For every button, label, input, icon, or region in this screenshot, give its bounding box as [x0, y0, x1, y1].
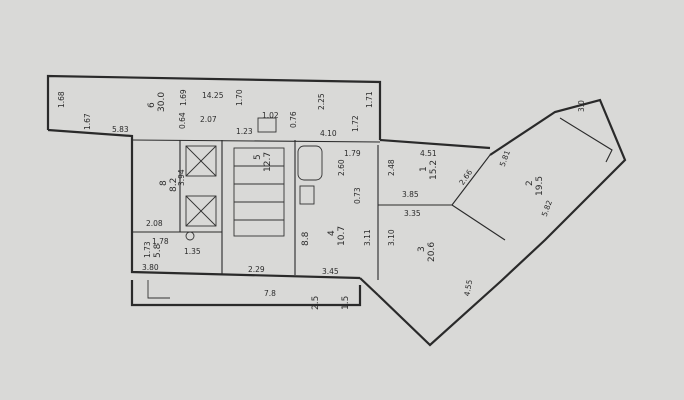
- dim-4-10: 4.10: [320, 129, 337, 138]
- dim-3-94: 3.94: [177, 169, 186, 186]
- dim-3-11: 3.11: [363, 229, 372, 246]
- bathtub: [297, 145, 323, 181]
- column: [185, 231, 195, 241]
- dim-2-08: 2.08: [146, 219, 163, 228]
- dim-4-55: 4.55: [462, 279, 474, 297]
- east-wall: [379, 138, 491, 150]
- dim-3-0: 3.0: [577, 100, 586, 112]
- vent: [257, 117, 277, 133]
- sink: [299, 185, 315, 205]
- dim-1-72: 1.72: [351, 115, 360, 132]
- dim-1-79: 1.79: [344, 149, 361, 158]
- dim-1-69: 1.69: [179, 89, 188, 106]
- elevator-shaft-1: [185, 145, 217, 177]
- room2-area: 19.5: [535, 176, 545, 196]
- small-room-area: 1.5: [341, 296, 351, 310]
- dim-5-81: 5.81: [498, 149, 512, 168]
- stair-area: 12.7: [263, 152, 273, 172]
- elevator-area: 8.2: [169, 178, 179, 192]
- room3-area: 20.6: [427, 242, 437, 262]
- bottom-left-area: 5.8: [153, 243, 163, 258]
- dim-1-35: 1.35: [184, 247, 201, 256]
- stair-number: 5: [253, 154, 263, 160]
- room-diagonal: [451, 154, 491, 206]
- loggia-area: 30.0: [157, 92, 167, 112]
- diagonal-wall: [451, 204, 506, 241]
- dim-0-76: 0.76: [289, 111, 298, 128]
- dim-1-71: 1.71: [365, 91, 374, 108]
- dim-3-85: 3.85: [402, 190, 419, 199]
- south-wall: [359, 277, 379, 296]
- room2-number: 2: [525, 180, 535, 186]
- loggia-walls: [46, 74, 382, 140]
- kitchen-area: 10.7: [337, 226, 347, 246]
- room1-area: 15.2: [429, 160, 439, 180]
- room3-number: 3: [417, 246, 427, 252]
- dim-2-25: 2.25: [317, 93, 326, 110]
- dim-3-80: 3.80: [142, 263, 159, 272]
- dim-4-51: 4.51: [420, 149, 437, 158]
- corridor-wall: [131, 139, 381, 143]
- dim-1-73: 1.73: [143, 241, 152, 258]
- loggia-inner-wall: [47, 129, 133, 137]
- elevator-number: 8: [159, 180, 169, 186]
- hall-area: 8.8: [301, 231, 311, 246]
- dim-2-29: 2.29: [248, 265, 265, 274]
- wing-walls: [377, 98, 627, 347]
- room1-number: 1: [419, 166, 429, 172]
- loggia-number: 6: [147, 102, 157, 108]
- dim-1-23: 1.23: [236, 127, 253, 136]
- staircase: [233, 147, 285, 237]
- dim-3-35: 3.35: [404, 209, 421, 218]
- kitchen-number: 4: [327, 230, 337, 236]
- balcony-stub: [147, 280, 170, 299]
- dim-1-70: 1.70: [235, 89, 244, 106]
- dim-5-83: 5.83: [112, 125, 129, 134]
- elevator-shaft-2: [185, 195, 217, 227]
- dim-1-78: 1.78: [152, 237, 169, 246]
- dim-14-25: 14.25: [202, 91, 224, 100]
- bottom-block: [130, 280, 362, 307]
- dim-2-60: 2.60: [337, 159, 346, 176]
- dim-5-82: 5.82: [540, 199, 554, 218]
- corridor-area: 2.5: [311, 296, 321, 310]
- dim-2-07: 2.07: [200, 115, 217, 124]
- dim-1-67: 1.67: [83, 113, 92, 130]
- dim-1-68: 1.68: [57, 91, 66, 108]
- dim-3-45: 3.45: [322, 267, 339, 276]
- dim-2-48: 2.48: [387, 159, 396, 176]
- dim-1-02: 1.02: [262, 111, 279, 120]
- dim-3-10: 3.10: [387, 229, 396, 246]
- wing-inner-wall: [559, 117, 613, 163]
- dim-2-66: 2.66: [457, 168, 474, 187]
- dim-0-73: 0.73: [353, 187, 362, 204]
- dim-7-8: 7.8: [264, 289, 276, 298]
- dim-0-64: 0.64: [178, 112, 187, 129]
